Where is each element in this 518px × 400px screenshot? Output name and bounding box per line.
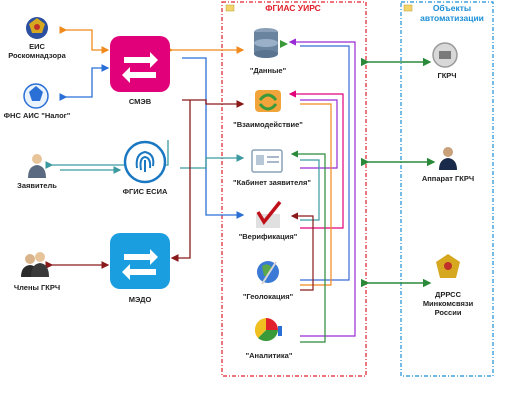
checkmark-icon [256,200,282,228]
core-zone-title: ФГИАС УИРС [265,3,321,13]
core-zone [221,1,367,377]
id-card-icon [251,149,283,173]
drrss-label: ДРРСС Минкомсвязи России [422,290,474,317]
smev-hub[interactable] [110,36,170,92]
module-analytics-label[interactable]: "Аналитика" [245,351,293,360]
fns-label: ФНС АИС "Налог" [3,111,71,120]
businessman-icon [439,147,457,170]
gkrch-logo-icon [432,42,458,68]
pie-chart-icon [254,318,282,342]
module-geolocation-label[interactable]: "Геолокация" [242,292,294,301]
globe-icon [257,261,279,285]
database-icon [254,28,288,58]
exchange-arrows-icon [122,249,158,280]
people-icon [21,252,49,277]
module-cabinet-label[interactable]: "Кабинет заявителя" [233,178,311,187]
module-interaction-label[interactable]: "Взаимодействие" [233,120,303,129]
external-zone [400,1,494,377]
applicant-label: Заявитель [17,181,57,190]
eagle-emblem-icon [436,254,460,278]
fns-emblem-icon [23,83,49,109]
module-data-label[interactable]: "Данные" [249,66,287,75]
gkrch-label: ГКРЧ [437,71,457,80]
eis-label: ЕИС Роскомнадзора [8,42,66,60]
person-icon [28,154,46,178]
external-zone-title: Объекты автоматизации [414,3,490,23]
eagle-emblem-icon [26,17,48,39]
esia-label: ФГИС ЕСИА [122,187,168,196]
smev-label: СМЭВ [128,97,152,106]
connectors-left [45,26,245,269]
medo-hub[interactable] [110,233,170,289]
external-zone-title-text: Объекты автоматизации [420,3,484,23]
members-label: Члены ГКРЧ [13,283,61,292]
esia-hub[interactable] [123,140,167,184]
core-zone-folder-icon [225,4,235,12]
module-verification-label[interactable]: "Верификация" [238,232,298,241]
medo-label: МЭДО [128,295,152,304]
external-zone-folder-icon [403,4,413,12]
connectors-right [361,57,436,288]
exchange-arrows-icon [122,52,158,83]
cycle-arrows-icon [255,90,281,112]
internal-bus [288,38,356,343]
fingerprint-icon [135,150,155,172]
apparatus-label: Аппарат ГКРЧ [421,174,475,183]
